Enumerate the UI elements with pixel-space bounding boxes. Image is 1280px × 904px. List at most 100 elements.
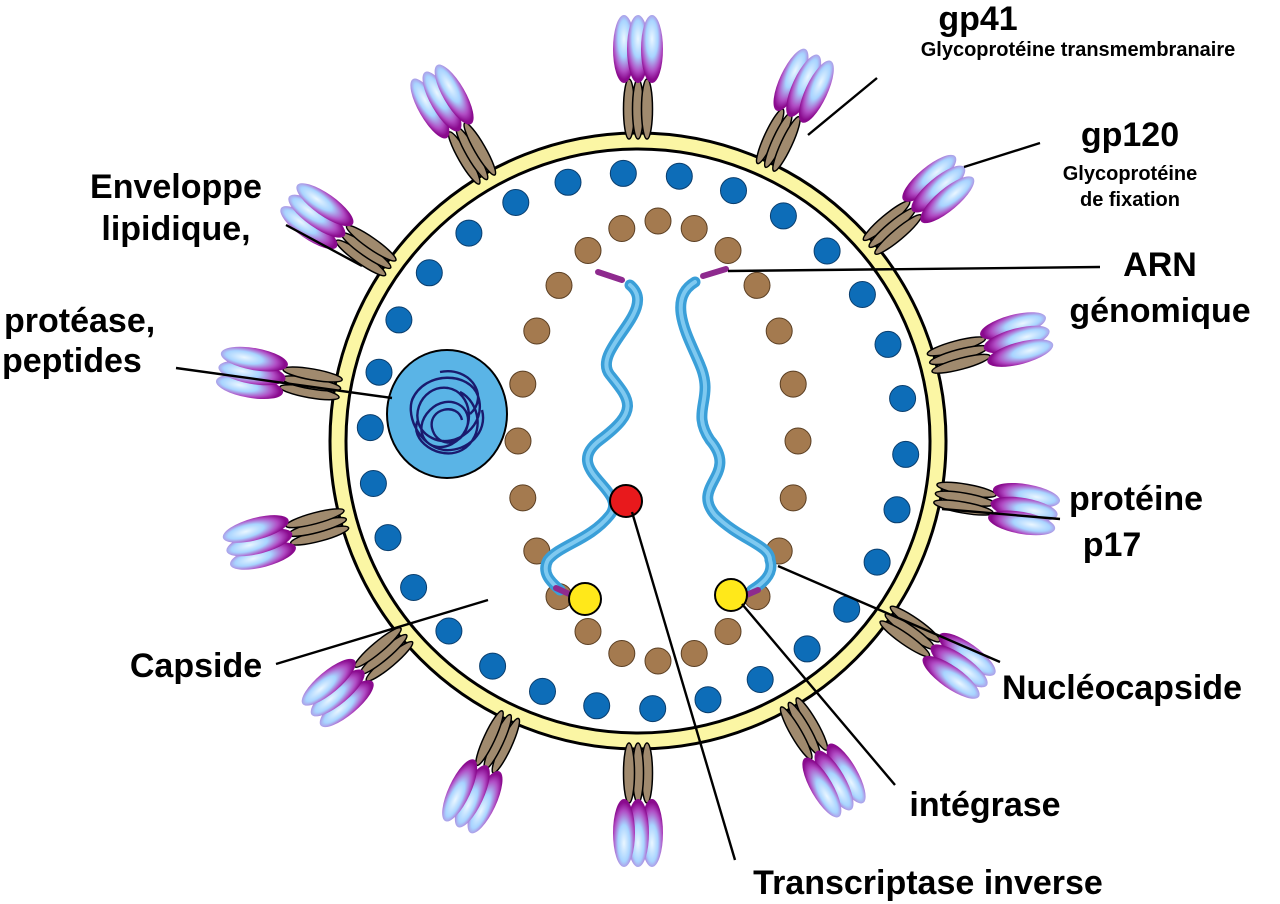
label-protease-2: peptides: [2, 342, 142, 380]
p17-dot: [883, 496, 911, 524]
gp120-lobe: [902, 154, 957, 202]
p17-dot: [892, 440, 920, 468]
gp120-lobe: [454, 765, 490, 828]
label-nucleocapside: Nucléocapside: [1002, 669, 1242, 707]
leader-arn: [727, 265, 1101, 273]
label-gp120: gp120: [1081, 116, 1179, 154]
leader-nucleocapside: [777, 564, 1001, 664]
rna-tip-right-top: [700, 266, 729, 279]
glycoprotein-spike: [779, 697, 866, 818]
p17-dot: [359, 470, 387, 497]
p17-dot: [769, 202, 797, 230]
genomic-rna: [540, 266, 777, 603]
gp120-lobe: [802, 757, 842, 818]
p17-dot: [793, 635, 821, 663]
capsid-dot: [714, 237, 742, 264]
gp120-lobe: [226, 528, 293, 557]
capsid-dot: [680, 640, 708, 667]
label-gp120-desc-1: Glycoprotéine: [1063, 163, 1197, 185]
gp120-lobe: [911, 165, 966, 213]
label-arn-1: ARN: [1123, 246, 1197, 284]
label-gp41-desc: Glycoprotéine transmembranaire: [921, 39, 1236, 61]
glycoprotein-spike: [933, 481, 1061, 536]
label-capside: Capside: [130, 647, 262, 685]
label-p17-1: protéine: [1069, 480, 1203, 518]
gp120-lobe: [922, 655, 980, 699]
capsid-dot: [504, 427, 532, 455]
gp120-lobe: [434, 64, 474, 125]
capsid-dot: [743, 271, 771, 299]
capsid-dot: [765, 317, 793, 345]
glycoprotein-spike: [613, 742, 663, 867]
p17-dot: [848, 281, 876, 308]
virion-interior: [344, 147, 932, 735]
capsid-dot: [714, 618, 742, 645]
label-envelope-2: lipidique,: [101, 210, 250, 248]
gp120-lobe: [613, 799, 635, 867]
gp120-lobe: [980, 312, 1046, 340]
glycoprotein-spike: [879, 605, 996, 699]
p17-dot: [356, 414, 384, 442]
p17-dot: [889, 385, 917, 412]
p17-dot: [400, 574, 428, 601]
glycoprotein-spike: [755, 48, 834, 172]
label-protease-1: protéase,: [4, 302, 155, 340]
gp120-lobe: [410, 78, 450, 139]
gp120-lobe: [641, 15, 663, 83]
leader-gp120: [963, 141, 1041, 169]
label-integrase: intégrase: [909, 786, 1060, 824]
p17-dot: [863, 548, 891, 576]
gp120-lobe: [920, 176, 975, 224]
gp41-stalk: [622, 742, 636, 804]
label-gp41: gp41: [938, 0, 1017, 38]
label-arn-2: génomique: [1069, 292, 1250, 330]
gp120-lobe: [938, 632, 996, 676]
p17-dot: [435, 617, 463, 645]
capsid-dot: [523, 317, 551, 345]
leader-p17: [941, 507, 1061, 521]
label-transcriptase: Transcriptase inverse: [753, 864, 1103, 902]
gp120-lobe: [422, 71, 462, 132]
p17-dot: [365, 358, 393, 386]
p17-dot: [502, 189, 530, 216]
p17-dot: [385, 306, 413, 334]
gp120-lobe: [310, 669, 365, 717]
capsid-dot: [680, 215, 708, 242]
p17-dot: [813, 237, 841, 265]
gp120-lobe: [288, 194, 346, 238]
leader-transcriptase: [630, 511, 737, 861]
capsid-dot: [509, 370, 537, 398]
capsid-dot: [608, 215, 636, 242]
leader-integrase: [741, 603, 896, 786]
gp120-lobe: [467, 771, 503, 834]
glycoprotein-spike: [222, 508, 350, 570]
capsid-dot: [779, 370, 807, 398]
p17-dot: [554, 168, 582, 196]
gp120-lobe: [301, 658, 356, 706]
gp120-lobe: [220, 346, 288, 372]
capsid-dot: [574, 237, 602, 264]
peptide-strand: [409, 370, 485, 455]
glycoprotein-spike: [301, 627, 414, 728]
gp120-lobe: [296, 183, 354, 227]
capsid-dot: [784, 427, 812, 455]
glycoprotein-spikes: [215, 15, 1061, 867]
leader-lines: [175, 77, 1101, 861]
integrase-particle-left: [568, 582, 602, 616]
leader-capside: [275, 598, 489, 666]
transcriptase-particle: [609, 484, 643, 518]
capsid-dot: [545, 271, 573, 299]
capsid-dot: [644, 647, 672, 675]
gp120-lobe: [987, 339, 1054, 367]
gp120-lobe: [222, 515, 289, 543]
p17-dot: [374, 524, 402, 552]
capsid-dot: [509, 484, 537, 512]
p17-dot: [746, 666, 774, 693]
protease-particle: [386, 349, 508, 479]
leader-protease: [175, 366, 393, 400]
leader-gp41: [807, 77, 878, 136]
p17-dot: [609, 159, 637, 187]
glycoprotein-spike: [410, 64, 497, 185]
